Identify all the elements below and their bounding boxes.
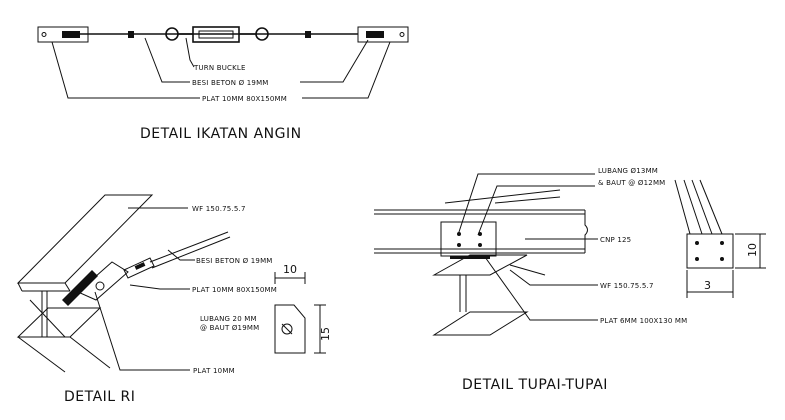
plate-bolt-2 (720, 241, 724, 245)
wf-bottom-flange (16, 307, 102, 338)
rafter-top (444, 189, 561, 204)
plate-detail-hole (281, 323, 293, 335)
leader-plat (484, 256, 598, 321)
label-cnp: CNP 125 (600, 236, 631, 244)
wf-flange-edge-left (17, 282, 23, 292)
plate-bolt-1 (695, 241, 699, 245)
rod-end-weld (134, 262, 146, 270)
leader-besi-right (300, 39, 369, 83)
ri-rod-top (149, 231, 229, 263)
right-plate-bolt-hole (399, 32, 405, 37)
right-plate-weld (366, 31, 384, 38)
plate-leader-1 (674, 179, 691, 235)
title-detail-ri: DETAIL RI (64, 389, 135, 405)
gusset-weld (62, 270, 98, 306)
dim-side-value: 10 (746, 243, 759, 257)
cnp-break (584, 210, 588, 253)
gusset-bolt (95, 281, 105, 291)
rod-clamp-right (305, 31, 311, 38)
ikatan-angin-detail: TURN BUCKLE BESI BETON Ø 19MM PLAT 10MM … (37, 26, 409, 142)
label-wf: WF 150.75.5.7 (192, 205, 246, 213)
plate-detail-outline (686, 233, 734, 269)
ri-detail: WF 150.75.5.7 BESI BETON Ø 19MM PLAT 10M… (16, 194, 332, 405)
label-baut-12mm: & BAUT @ Ø12MM (598, 179, 665, 187)
wf-top-flange (16, 194, 154, 284)
wf-bottom-extend-1 (17, 336, 66, 373)
rod-clamp-left (128, 31, 134, 38)
cleat-bolt-4 (478, 243, 482, 247)
cleat-bolt-3 (457, 243, 461, 247)
leader-wf (509, 269, 598, 286)
plate-leader-2 (683, 179, 703, 235)
wf-flange-edge-right (64, 282, 71, 292)
plate-leader-4 (699, 179, 723, 235)
label-lubang-13mm: LUBANG Ø13MM (598, 167, 658, 175)
label-plat: PLAT 10MM 80X150MM (202, 95, 287, 103)
plate-detail-outline (274, 304, 306, 354)
plate-bolt-3 (695, 257, 699, 261)
title-detail-ikatan-angin: DETAIL IKATAN ANGIN (140, 126, 302, 142)
gusset-plate (77, 261, 129, 301)
dim-side-value: 15 (319, 327, 332, 341)
wf-top-weld (450, 256, 490, 259)
tupai-detail: LUBANG Ø13MM & BAUT @ Ø12MM CNP 125 WF 1… (374, 167, 766, 393)
label-plat-10mm: PLAT 10MM (193, 367, 235, 375)
label-plat: PLAT 6MM 100X130 MM (600, 317, 687, 325)
leader-lubang-1 (457, 173, 595, 236)
ri-rod-bottom (151, 236, 231, 269)
label-turn-buckle: TURN BUCKLE (193, 64, 246, 72)
left-plate-weld (62, 31, 80, 38)
wf-web-diagonal (29, 299, 66, 338)
dim-bottom-value: 3 (704, 279, 711, 292)
left-plate-bolt-hole (41, 32, 47, 37)
rafter-top-2 (494, 196, 561, 204)
leader-turnbuckle (185, 37, 195, 68)
label-lubang-20mm: LUBANG 20 MM (200, 315, 257, 323)
label-besi-beton: BESI BETON Ø 19MM (196, 257, 273, 265)
turnbuckle-slot (198, 30, 234, 39)
plate-detail-hole-mark (281, 323, 293, 335)
title-detail-tupai-tupai: DETAIL TUPAI-TUPAI (462, 377, 608, 393)
leader-lubang-2 (477, 185, 595, 236)
leader-besi (167, 249, 195, 261)
wf-edge-line (509, 264, 546, 276)
plate-bolt-4 (720, 257, 724, 261)
label-wf: WF 150.75.5.7 (600, 282, 654, 290)
wf-bottom-extend-2 (69, 336, 111, 369)
leader-plat10 (94, 291, 190, 371)
rod-end-plate (123, 257, 155, 279)
leader-plat-left (51, 41, 200, 99)
dim-top-value: 10 (283, 263, 297, 276)
leader-besi-left (144, 37, 190, 83)
leader-plat (129, 284, 190, 290)
label-plat: PLAT 10MM 80X150MM (192, 286, 277, 294)
wf-top-flange (432, 254, 528, 276)
wf-bottom-flange (432, 311, 529, 336)
leader-plat-right (302, 41, 391, 99)
label-baut-19mm: @ BAUT Ø19MM (200, 324, 259, 332)
plate-leader-3 (691, 179, 713, 235)
cleat-plate (440, 221, 497, 257)
label-besi-beton: BESI BETON Ø 19MM (192, 79, 269, 87)
